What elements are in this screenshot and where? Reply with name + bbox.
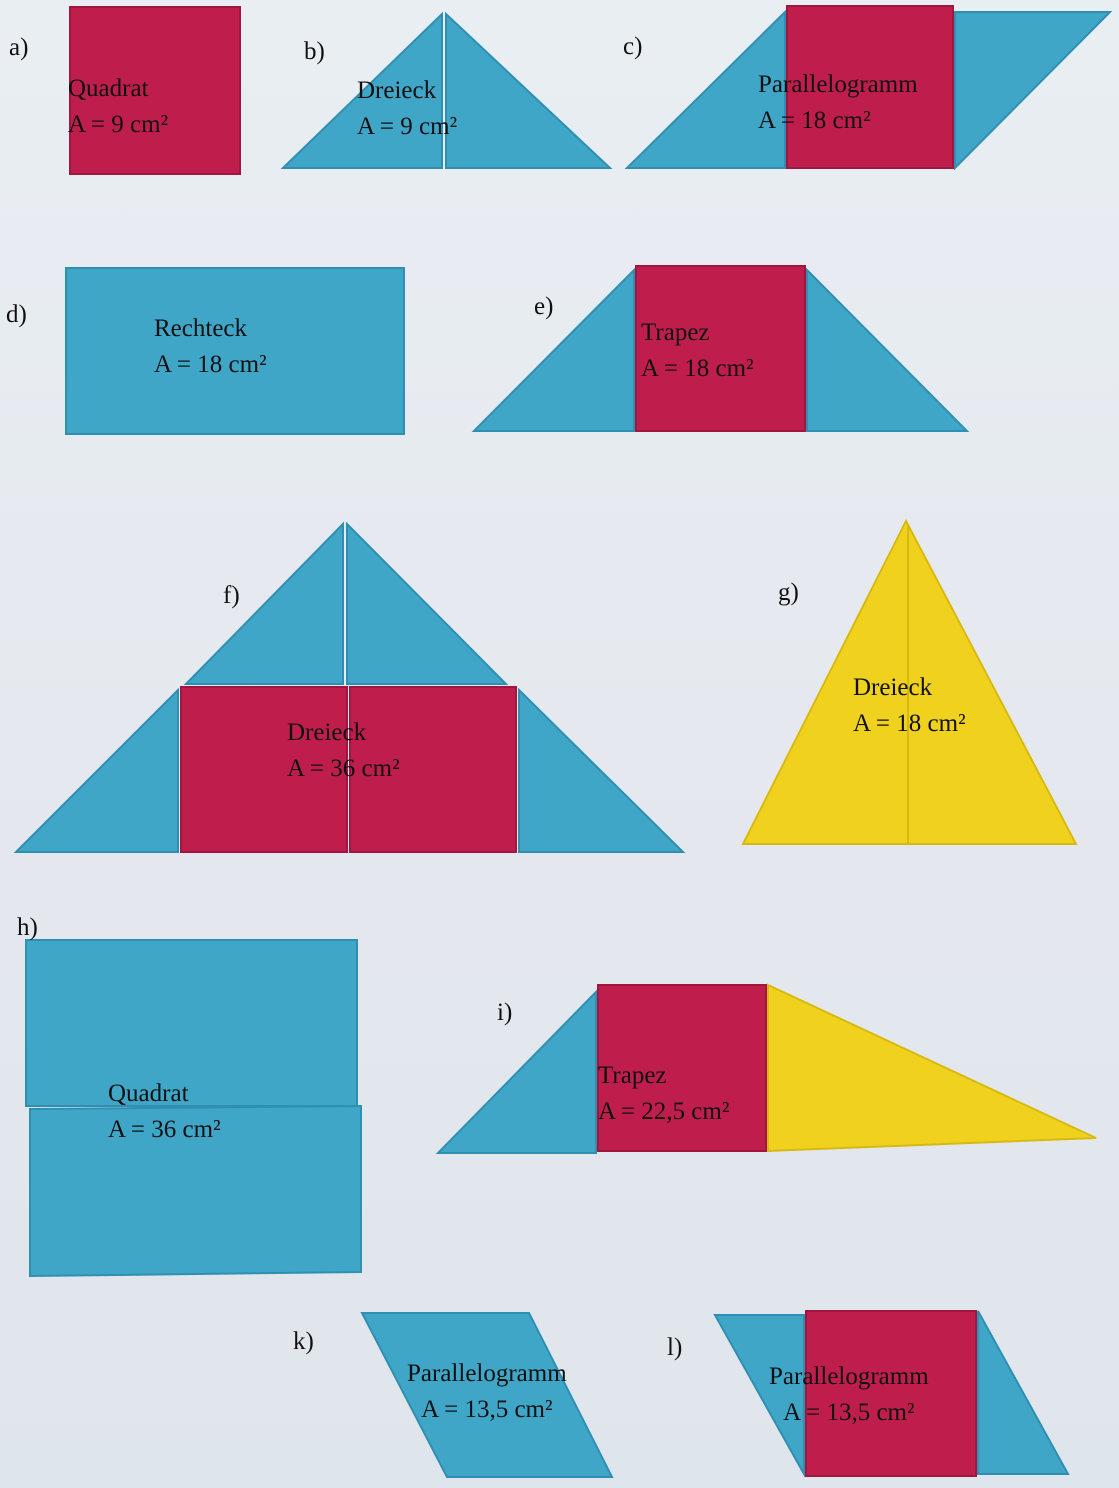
figure-g-triangle [741, 518, 1078, 845]
blue-rectangle-piece [65, 267, 405, 435]
shape-name: Quadrat [68, 75, 149, 102]
caption-c: Parallelogramm A = 18 cm² [758, 67, 918, 139]
area-value: A = 18 cm² [154, 351, 267, 378]
red-square-piece-left [180, 686, 348, 853]
figure-e-trapezoid [471, 265, 970, 432]
label-k: k) [293, 1328, 314, 1355]
blue-triangle-piece-top-right [346, 521, 509, 685]
blue-triangle-piece-right [518, 687, 686, 853]
figure-b-triangle [280, 11, 613, 169]
red-square-piece [805, 1310, 977, 1477]
red-square-piece-right [349, 686, 517, 853]
figure-a-square [69, 6, 241, 175]
area-value: A = 18 cm² [853, 710, 966, 737]
label-g: g) [778, 579, 799, 606]
blue-triangle-piece [435, 989, 597, 1154]
blue-triangle-piece-left [471, 267, 635, 432]
shape-name: Dreieck [853, 674, 933, 701]
shape-name: Parallelogramm [407, 1360, 567, 1387]
figure-d-rectangle [65, 267, 405, 435]
caption-g: Dreieck A = 18 cm² [853, 670, 966, 742]
red-square-piece [786, 5, 954, 169]
caption-k: Parallelogramm A = 13,5 cm² [407, 1356, 567, 1428]
yellow-triangle-piece [767, 983, 1097, 1153]
red-square-piece [635, 265, 806, 432]
red-square-piece [69, 6, 241, 175]
figure-c-parallelogram [624, 5, 1113, 171]
caption-b: Dreieck A = 9 cm² [357, 73, 457, 145]
blue-triangle-piece-left [13, 687, 179, 853]
caption-h: Quadrat A = 36 cm² [108, 1076, 221, 1148]
label-d: d) [6, 301, 27, 328]
caption-d: Rechteck A = 18 cm² [154, 311, 267, 383]
yellow-triangle-piece [741, 518, 1078, 845]
area-value: A = 36 cm² [108, 1116, 221, 1143]
blue-parallelogram-piece [360, 1312, 614, 1478]
figure-f-triangle [13, 521, 686, 853]
blue-triangle-piece-right [445, 11, 613, 169]
label-i: i) [497, 999, 513, 1026]
figure-i-trapezoid [435, 983, 1097, 1154]
caption-a: Quadrat A = 9 cm² [68, 71, 168, 143]
area-value: A = 9 cm² [68, 111, 169, 138]
shape-name: Parallelogramm [769, 1363, 929, 1390]
red-square-piece [597, 984, 767, 1152]
shape-name: Rechteck [154, 315, 248, 342]
shape-name: Trapez [641, 319, 710, 346]
area-value: A = 13,5 cm² [783, 1399, 915, 1426]
blue-triangle-piece-left [713, 1314, 805, 1478]
shape-name: Quadrat [108, 1080, 189, 1107]
label-a: a) [9, 34, 29, 61]
blue-triangle-piece-right [977, 1310, 1070, 1475]
figure-h-square [25, 939, 362, 1278]
area-value: A = 9 cm² [357, 113, 458, 140]
blue-triangle-piece-left [624, 9, 786, 169]
label-e: e) [534, 293, 554, 320]
label-f: f) [223, 582, 240, 609]
label-c: c) [623, 33, 643, 60]
area-value: A = 22,5 cm² [598, 1098, 730, 1125]
figure-k-parallelogram [360, 1312, 614, 1478]
label-h: h) [17, 914, 38, 941]
blue-rectangle-piece-bottom [29, 1104, 362, 1278]
shape-name: Dreieck [287, 719, 367, 746]
area-value: A = 18 cm² [641, 355, 754, 382]
figure-l-parallelogram [713, 1310, 1070, 1478]
caption-l: Parallelogramm A = 13,5 cm² [769, 1359, 929, 1431]
blue-triangle-piece-top-left [183, 521, 344, 685]
shape-name: Trapez [598, 1062, 667, 1089]
area-value: A = 18 cm² [758, 107, 871, 134]
area-value: A = 13,5 cm² [421, 1396, 553, 1423]
label-l: l) [667, 1334, 683, 1361]
shape-name: Dreieck [357, 77, 437, 104]
blue-triangle-piece-right [806, 267, 970, 432]
blue-triangle-piece-right [954, 11, 1113, 171]
shape-name: Parallelogramm [758, 71, 918, 98]
caption-f: Dreieck A = 36 cm² [287, 715, 400, 787]
caption-e: Trapez A = 18 cm² [641, 315, 754, 387]
blue-triangle-piece-left [280, 11, 443, 169]
area-value: A = 36 cm² [287, 755, 400, 782]
label-b: b) [304, 38, 325, 65]
caption-i: Trapez A = 22,5 cm² [598, 1058, 729, 1130]
